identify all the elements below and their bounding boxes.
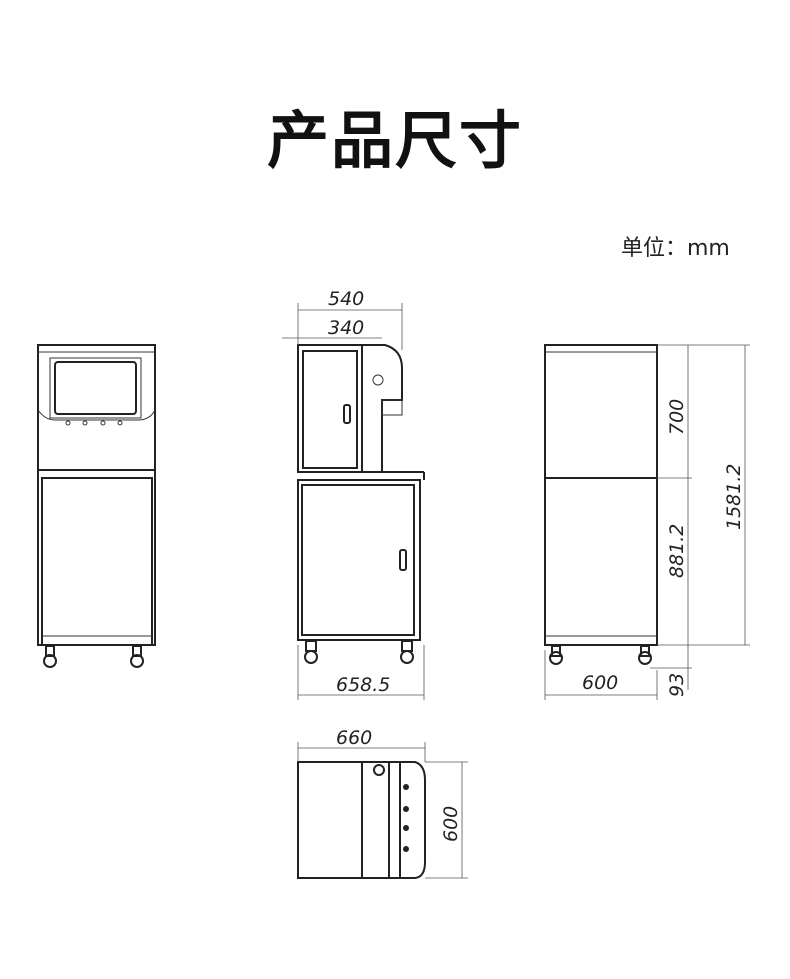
side-view	[282, 303, 425, 700]
dim-600-depth: 600	[440, 806, 462, 842]
unit-label: 单位：mm	[621, 236, 730, 261]
dim-540: 540	[328, 288, 364, 310]
dim-881-2: 881.2	[666, 524, 688, 578]
dim-1581-2: 1581.2	[723, 464, 745, 530]
dim-658-5: 658.5	[336, 674, 390, 696]
dim-700: 700	[666, 399, 688, 435]
front-view	[37, 344, 156, 668]
top-view	[297, 742, 468, 879]
dim-660: 660	[336, 727, 372, 749]
dim-340: 340	[328, 317, 364, 339]
dim-93: 93	[666, 673, 688, 697]
dim-600-width: 600	[582, 672, 618, 694]
page-title: 产品尺寸	[266, 104, 523, 177]
right-view	[544, 344, 750, 700]
